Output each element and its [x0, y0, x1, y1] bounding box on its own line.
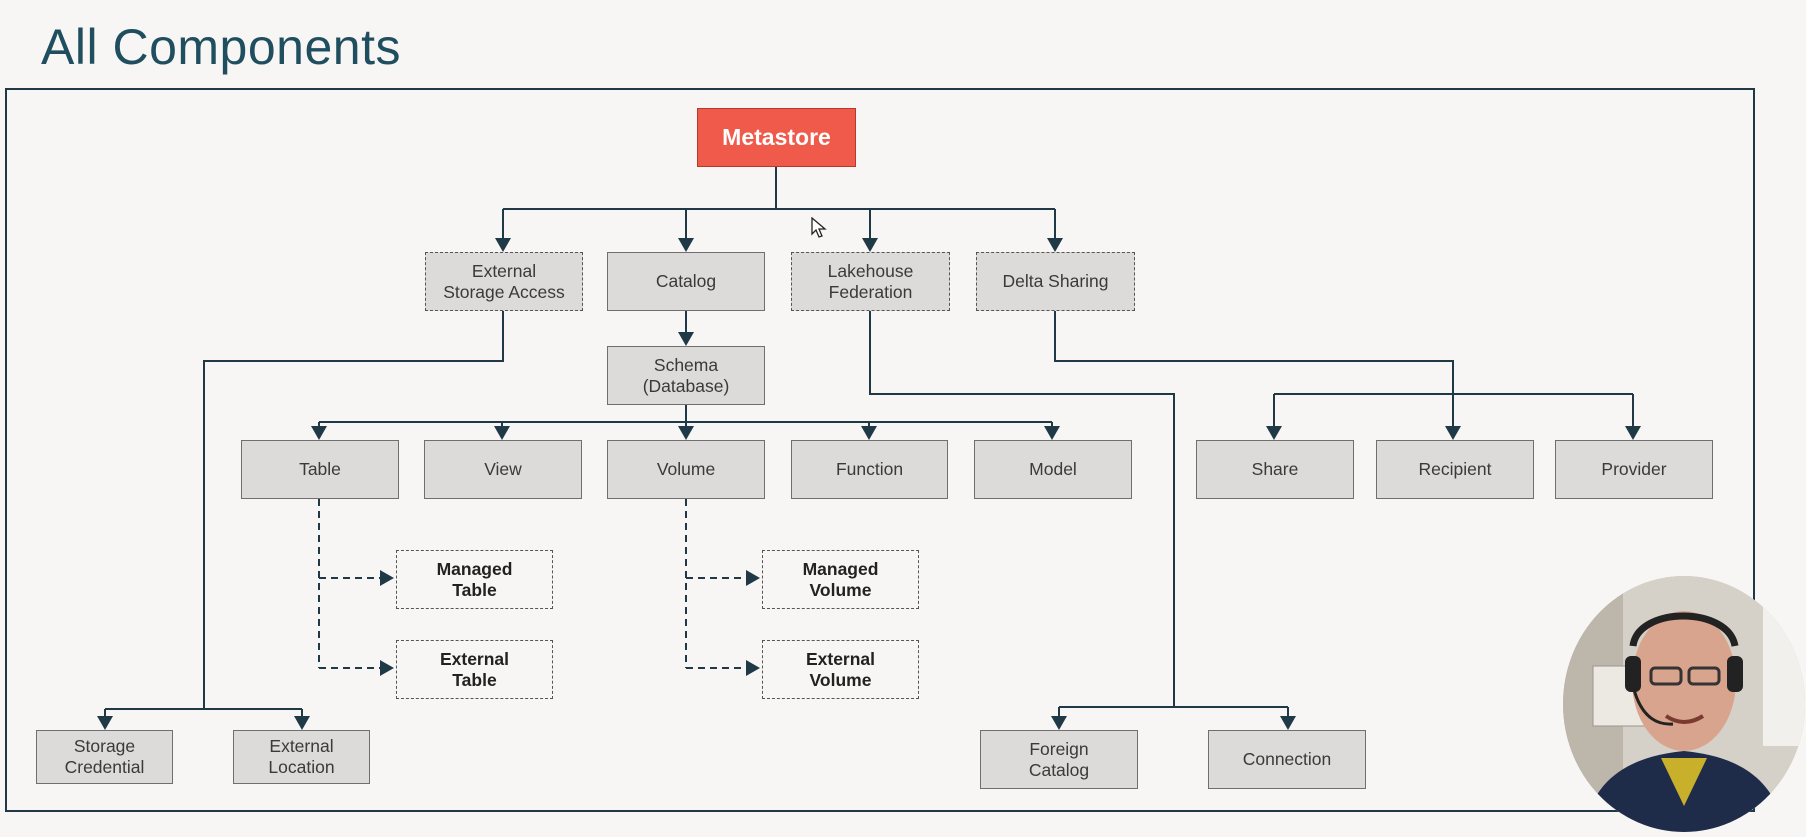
- page-title: All Components: [41, 19, 401, 75]
- managed-table-node: Managed Table: [396, 550, 553, 609]
- schema-node: Schema (Database): [607, 346, 765, 405]
- storage-credential-node: Storage Credential: [36, 730, 173, 784]
- model-node: Model: [974, 440, 1132, 499]
- provider-node: Provider: [1555, 440, 1713, 499]
- delta-sharing-node: Delta Sharing: [976, 252, 1135, 311]
- external-table-node: External Table: [396, 640, 553, 699]
- function-node: Function: [791, 440, 948, 499]
- share-node: Share: [1196, 440, 1354, 499]
- external-storage-access-node: External Storage Access: [425, 252, 583, 311]
- foreign-catalog-node: Foreign Catalog: [980, 730, 1138, 789]
- catalog-node: Catalog: [607, 252, 765, 311]
- lakehouse-federation-node: Lakehouse Federation: [791, 252, 950, 311]
- volume-node: Volume: [607, 440, 765, 499]
- mouse-cursor-icon: [811, 217, 827, 238]
- metastore-node: Metastore: [697, 108, 856, 167]
- view-node: View: [424, 440, 582, 499]
- external-volume-node: External Volume: [762, 640, 919, 699]
- managed-volume-node: Managed Volume: [762, 550, 919, 609]
- recipient-node: Recipient: [1376, 440, 1534, 499]
- diagram-frame: [5, 88, 1755, 812]
- table-node: Table: [241, 440, 399, 499]
- connection-node: Connection: [1208, 730, 1366, 789]
- external-location-node: External Location: [233, 730, 370, 784]
- presenter-webcam: [1563, 576, 1805, 832]
